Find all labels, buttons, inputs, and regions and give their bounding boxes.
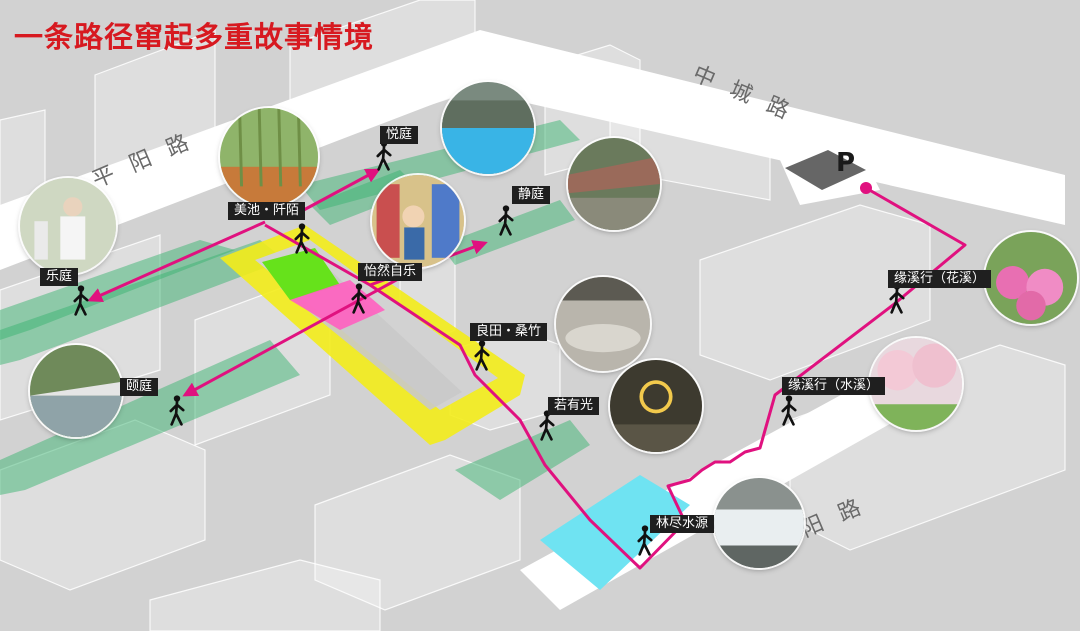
spot-label-linjin: 林尽水源 bbox=[650, 515, 715, 533]
building bbox=[149, 559, 381, 631]
spot-label-yiran: 怡然自乐 bbox=[358, 263, 423, 281]
photo-jingting bbox=[568, 138, 660, 230]
green-zone bbox=[0, 340, 300, 495]
parking-lot bbox=[785, 150, 866, 190]
lime-zone bbox=[262, 248, 340, 300]
photo-image bbox=[870, 338, 962, 430]
photo-linjin bbox=[714, 478, 804, 568]
pink-zone bbox=[290, 280, 385, 330]
photo-image bbox=[610, 360, 702, 452]
spot-label-meichi: 美池・阡陌 bbox=[228, 202, 306, 220]
photo-yiran bbox=[372, 175, 464, 267]
photo-image bbox=[442, 82, 534, 174]
photo-liangtian bbox=[556, 277, 650, 371]
spot-label-yiting: 颐庭 bbox=[120, 378, 159, 396]
main-street bbox=[0, 30, 1065, 270]
spot-label-liangtian: 良田・桑竹 bbox=[470, 323, 548, 341]
main-route bbox=[264, 186, 967, 570]
photo-meichi bbox=[220, 108, 318, 206]
spot-label-ruoyouguang: 若有光 bbox=[548, 397, 600, 415]
photo-image bbox=[714, 478, 804, 568]
photo-yueting bbox=[442, 82, 534, 174]
arrow-to-yueting bbox=[299, 168, 381, 214]
green-zone bbox=[0, 240, 285, 365]
arrow-to-leting bbox=[87, 220, 266, 302]
photo-image bbox=[985, 232, 1077, 324]
building bbox=[94, 29, 216, 196]
photo-ruoyouguang bbox=[610, 360, 702, 452]
parking-marker: P bbox=[836, 148, 856, 178]
building bbox=[314, 454, 521, 611]
photo-shuixi bbox=[870, 338, 962, 430]
spot-label-leting: 乐庭 bbox=[40, 268, 79, 286]
photo-image bbox=[220, 108, 318, 206]
spot-label-huaxi: 缘溪行（花溪） bbox=[888, 270, 992, 288]
photo-image bbox=[556, 277, 650, 371]
spot-label-yueting: 悦庭 bbox=[380, 126, 419, 144]
photo-image bbox=[30, 345, 122, 437]
photo-leting bbox=[20, 178, 116, 274]
photo-image bbox=[372, 175, 464, 267]
photo-yiting bbox=[30, 345, 122, 437]
photo-image bbox=[568, 138, 660, 230]
photo-huaxi bbox=[985, 232, 1077, 324]
route-start-dot bbox=[860, 182, 872, 194]
spot-label-shuixi: 缘溪行（水溪） bbox=[782, 377, 886, 395]
building bbox=[699, 204, 931, 381]
page-title: 一条路径窜起多重故事情境 bbox=[14, 20, 375, 54]
photo-image bbox=[20, 178, 116, 274]
spot-label-jingting: 静庭 bbox=[512, 186, 551, 204]
green-zone bbox=[455, 420, 590, 500]
cyan-zone bbox=[540, 475, 690, 590]
